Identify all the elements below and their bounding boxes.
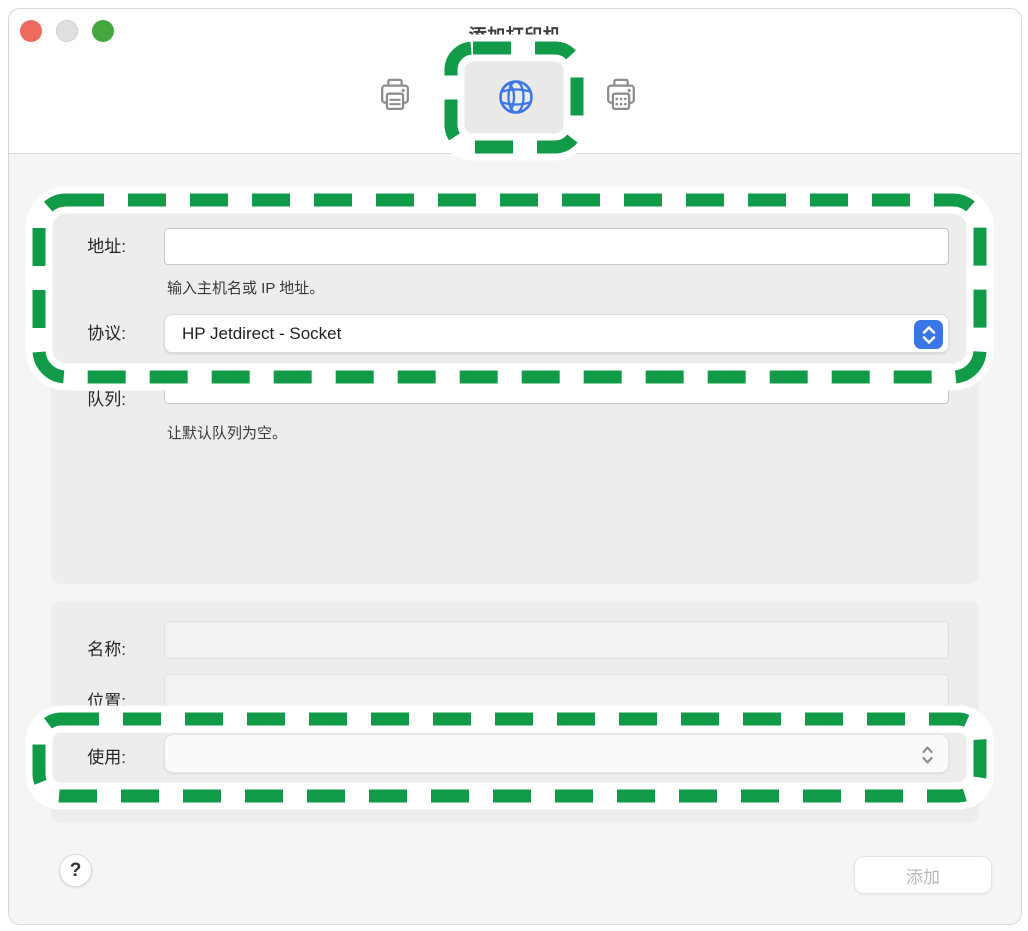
tab-windows-printer[interactable] — [600, 77, 642, 119]
address-help-text: 输入主机名或 IP 地址。 — [167, 280, 325, 297]
help-button[interactable]: ? — [59, 854, 92, 887]
address-input[interactable] — [164, 228, 949, 265]
zoom-button[interactable] — [92, 20, 114, 42]
address-label: 地址: — [87, 237, 126, 256]
use-label: 使用: — [87, 748, 126, 767]
name-label: 名称: — [87, 640, 126, 659]
queue-label: 队列: — [87, 390, 126, 409]
tab-default-printer[interactable] — [374, 77, 416, 119]
tab-ip-printer[interactable] — [495, 77, 537, 119]
queue-help-text: 让默认队列为空。 — [167, 425, 288, 442]
printer-windows-icon — [602, 77, 640, 120]
dropdown-stepper-icon — [914, 320, 943, 349]
dropdown-chevrons-icon — [919, 743, 936, 772]
globe-icon — [496, 77, 536, 120]
close-button[interactable] — [20, 20, 42, 42]
name-input[interactable] — [164, 621, 949, 659]
add-button[interactable]: 添加 — [854, 856, 992, 894]
location-input[interactable] — [164, 674, 949, 712]
use-dropdown[interactable] — [164, 734, 949, 773]
minimize-button[interactable] — [56, 20, 78, 42]
location-label: 位置: — [87, 692, 126, 711]
protocol-dropdown[interactable]: HP Jetdirect - Socket — [164, 314, 949, 353]
queue-input[interactable] — [164, 367, 949, 404]
printer-default-icon — [376, 77, 414, 120]
protocol-selected-value: HP Jetdirect - Socket — [182, 323, 342, 343]
protocol-label: 协议: — [87, 324, 126, 343]
window-title: 添加打印机 — [468, 26, 562, 46]
add-printer-window: 添加打印机 — [8, 8, 1022, 925]
